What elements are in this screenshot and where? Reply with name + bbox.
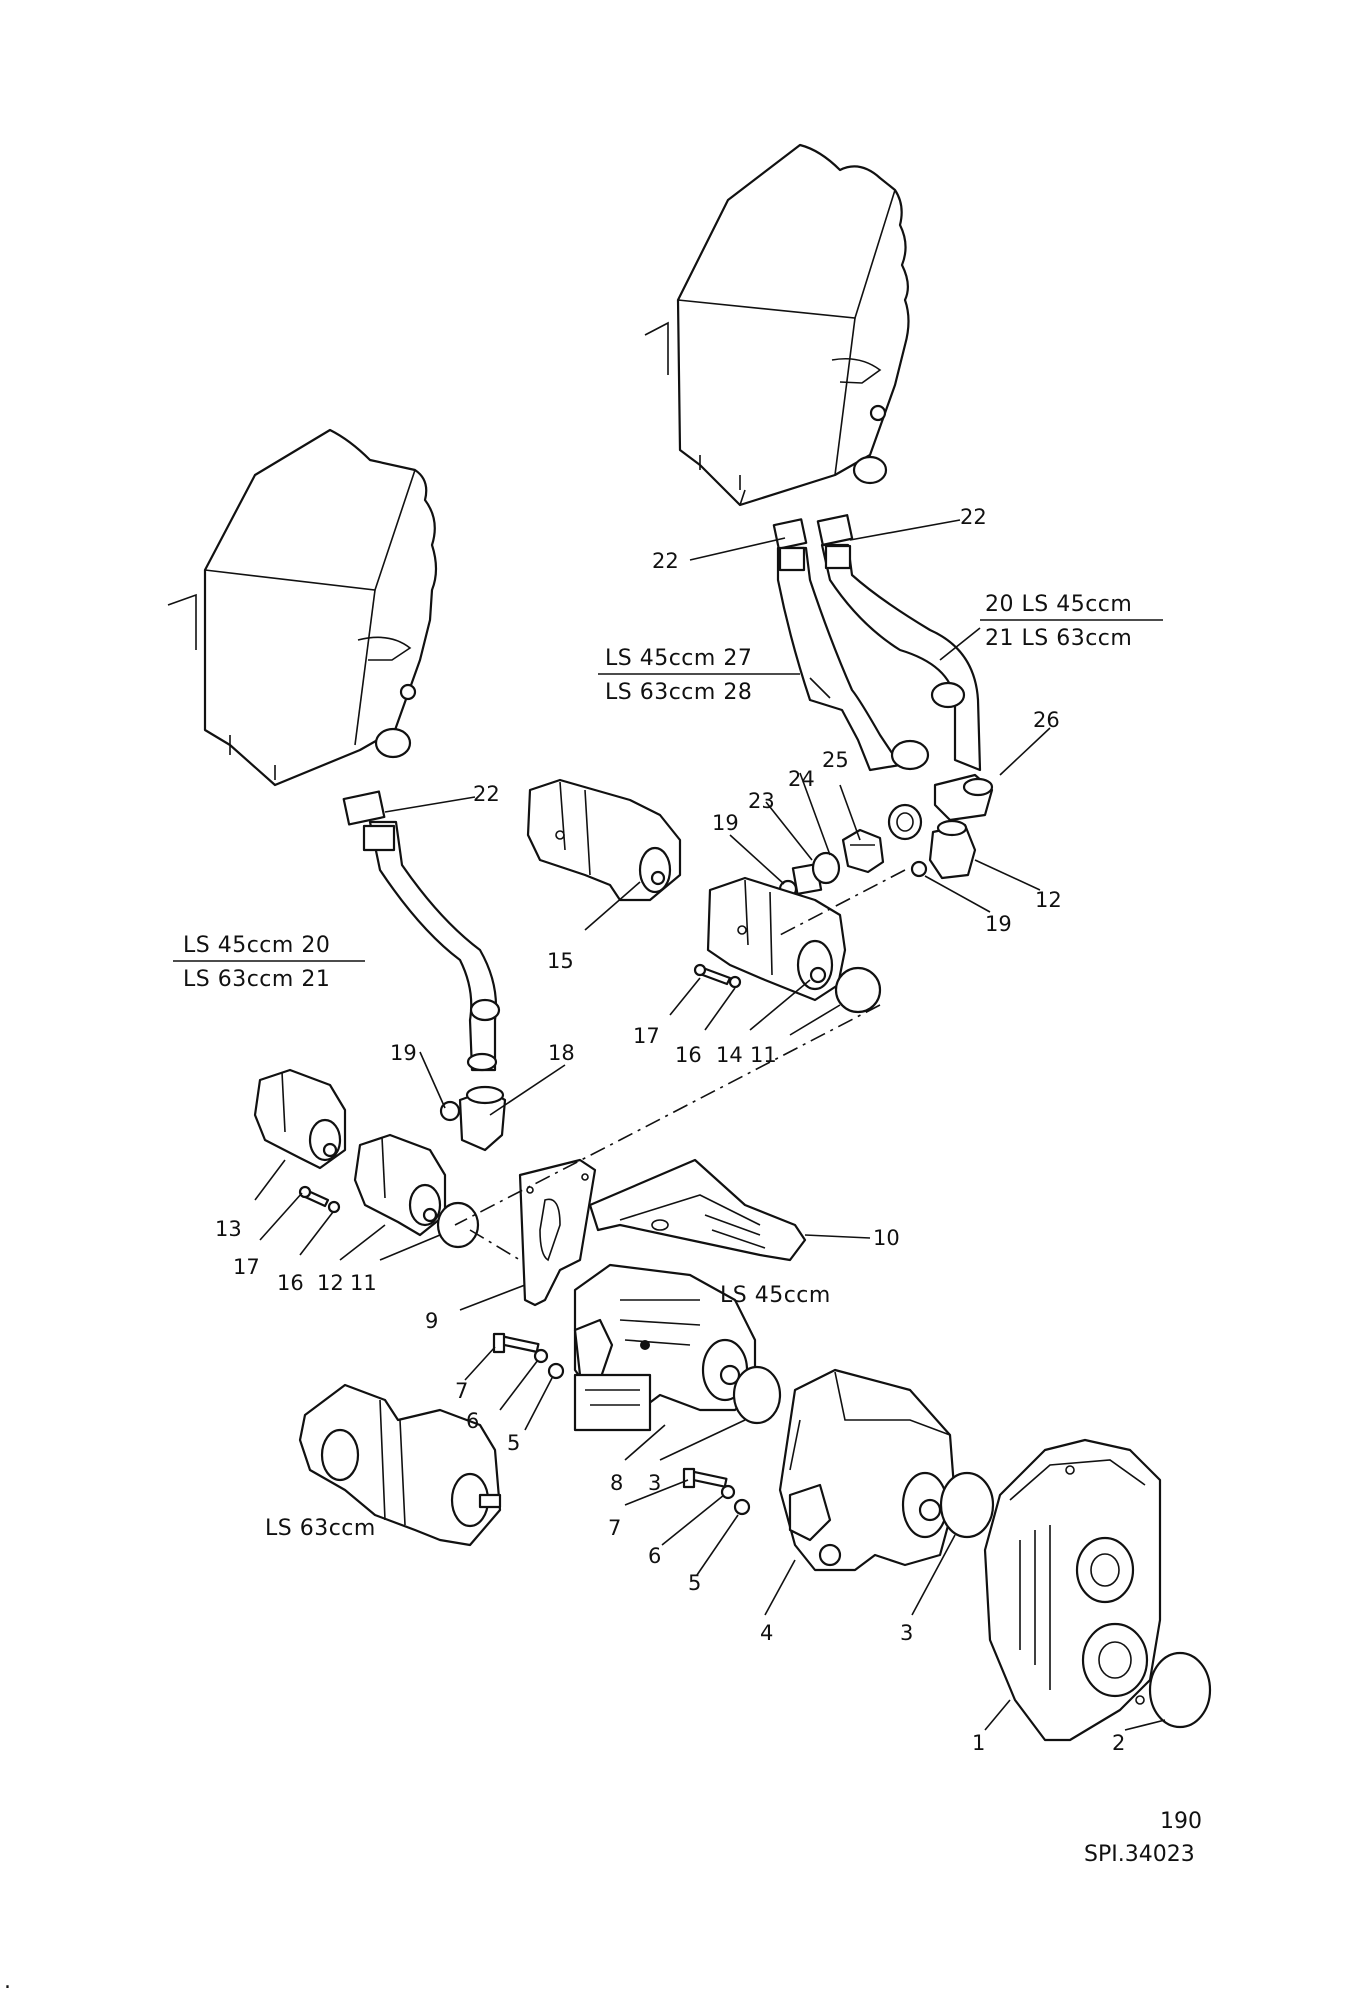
washer-5-a [547, 1362, 565, 1380]
callout-15: 15 [547, 949, 574, 973]
transfer-gearbox-1 [983, 1438, 1162, 1742]
page-number: 190 [1160, 1809, 1202, 1834]
note-left-hose: LS 45ccm 20 LS 63ccm 21 [173, 933, 365, 992]
drawing-reference-code: SPI.34023 [1084, 1842, 1195, 1867]
bolt-7-a [492, 1332, 540, 1354]
callout-24: 24 [788, 767, 815, 791]
mounting-bracket-10 [588, 1158, 807, 1262]
alignment-axis [454, 869, 906, 1261]
callout-6: 6 [648, 1544, 661, 1568]
callout-18: 18 [548, 1041, 575, 1065]
note-left-hose-line2: LS 63ccm 21 [183, 967, 330, 992]
note-right-hose-left-line2: LS 63ccm 28 [605, 680, 752, 705]
seal-ring-11-b [834, 966, 882, 1014]
callout-numbers: 22 22 22 26 12 25 24 23 19 19 15 17 16 1… [215, 505, 1125, 1755]
callout-3: 3 [900, 1621, 913, 1645]
callout-12: 12 [1035, 888, 1062, 912]
hose-right-outer [816, 514, 982, 772]
callout-12: 12 [317, 1271, 344, 1295]
callout-11: 11 [350, 1271, 377, 1295]
bolt-7-b [682, 1467, 728, 1489]
callout-22: 22 [960, 505, 987, 529]
hose-left [342, 790, 501, 1072]
gear-pump-15 [526, 778, 682, 902]
callout-25: 25 [822, 748, 849, 772]
callout-26: 26 [1033, 708, 1060, 732]
note-right-hose-right-line1: 20 LS 45ccm [985, 592, 1132, 617]
note-right-hose-right-line2: 21 LS 63ccm [985, 626, 1132, 651]
note-right-hose-left: LS 45ccm 27 LS 63ccm 28 [598, 646, 800, 705]
callout-19: 19 [712, 811, 739, 835]
seal-ring-3-b [939, 1471, 995, 1539]
label-pump-45ccm: LS 45ccm [720, 1283, 831, 1308]
axial-piston-pump-45ccm [573, 1263, 757, 1432]
callout-4: 4 [760, 1621, 773, 1645]
note-right-hose-right: 20 LS 45ccm 21 LS 63ccm [980, 592, 1163, 651]
callout-11: 11 [750, 1043, 777, 1067]
corner-mark: . [4, 1969, 11, 1994]
callout-1: 1 [972, 1731, 985, 1755]
callout-5: 5 [507, 1431, 520, 1455]
callout-8: 8 [610, 1471, 623, 1495]
callout-13: 13 [215, 1217, 242, 1241]
elbow-fitting-18 [458, 1085, 507, 1152]
callout-16: 16 [277, 1271, 304, 1295]
seal-ring-19-b [910, 860, 928, 878]
callout-16: 16 [675, 1043, 702, 1067]
seal-ring-3-a [732, 1365, 782, 1425]
washer-5-b [733, 1498, 751, 1516]
label-pump-63ccm: LS 63ccm [265, 1516, 376, 1541]
callout-19: 19 [390, 1041, 417, 1065]
callout-19: 19 [985, 912, 1012, 936]
leader-lines [254, 519, 1166, 1731]
bolt-17-a [298, 1185, 330, 1208]
flange-23 [791, 851, 841, 895]
callout-7: 7 [455, 1379, 468, 1403]
axial-piston-pump-4 [778, 1368, 957, 1572]
washer-16-a [327, 1200, 341, 1214]
callout-5: 5 [688, 1571, 701, 1595]
washer-6-b [720, 1484, 736, 1500]
gear-pump-14 [706, 876, 847, 1002]
callout-23: 23 [748, 789, 775, 813]
elbow-fitting-26 [933, 773, 994, 822]
bolt-17-b [693, 963, 732, 986]
note-right-hose-left-line1: LS 45ccm 27 [605, 646, 752, 671]
hose-right-inner [772, 518, 930, 772]
callout-3: 3 [648, 1471, 661, 1495]
hydraulic-tank-left [167, 428, 438, 787]
callout-22: 22 [473, 782, 500, 806]
callout-9: 9 [425, 1309, 438, 1333]
hydraulic-tank-right [644, 143, 910, 507]
callout-14: 14 [716, 1043, 743, 1067]
sleeve-25 [887, 803, 923, 841]
axial-piston-pump-63ccm [298, 1383, 502, 1547]
callout-17: 17 [633, 1024, 660, 1048]
gear-pump-13 [253, 1068, 347, 1170]
callout-17: 17 [233, 1255, 260, 1279]
callout-2: 2 [1112, 1731, 1125, 1755]
elbow-fitting-12-right [928, 819, 977, 880]
callout-10: 10 [873, 1226, 900, 1250]
mounting-plate-9 [518, 1158, 597, 1307]
seal-ring-19-c [439, 1100, 461, 1122]
callout-6: 6 [466, 1409, 479, 1433]
gear-pump-12 [353, 1133, 447, 1237]
callout-7: 7 [608, 1516, 621, 1540]
cover-disc-2 [1148, 1651, 1212, 1729]
nut-24 [841, 828, 885, 874]
washer-6-a [533, 1348, 549, 1364]
note-left-hose-line1: LS 45ccm 20 [183, 933, 330, 958]
callout-22: 22 [652, 549, 679, 573]
washer-16-b [728, 975, 742, 989]
seal-ring-11-a [436, 1201, 480, 1249]
